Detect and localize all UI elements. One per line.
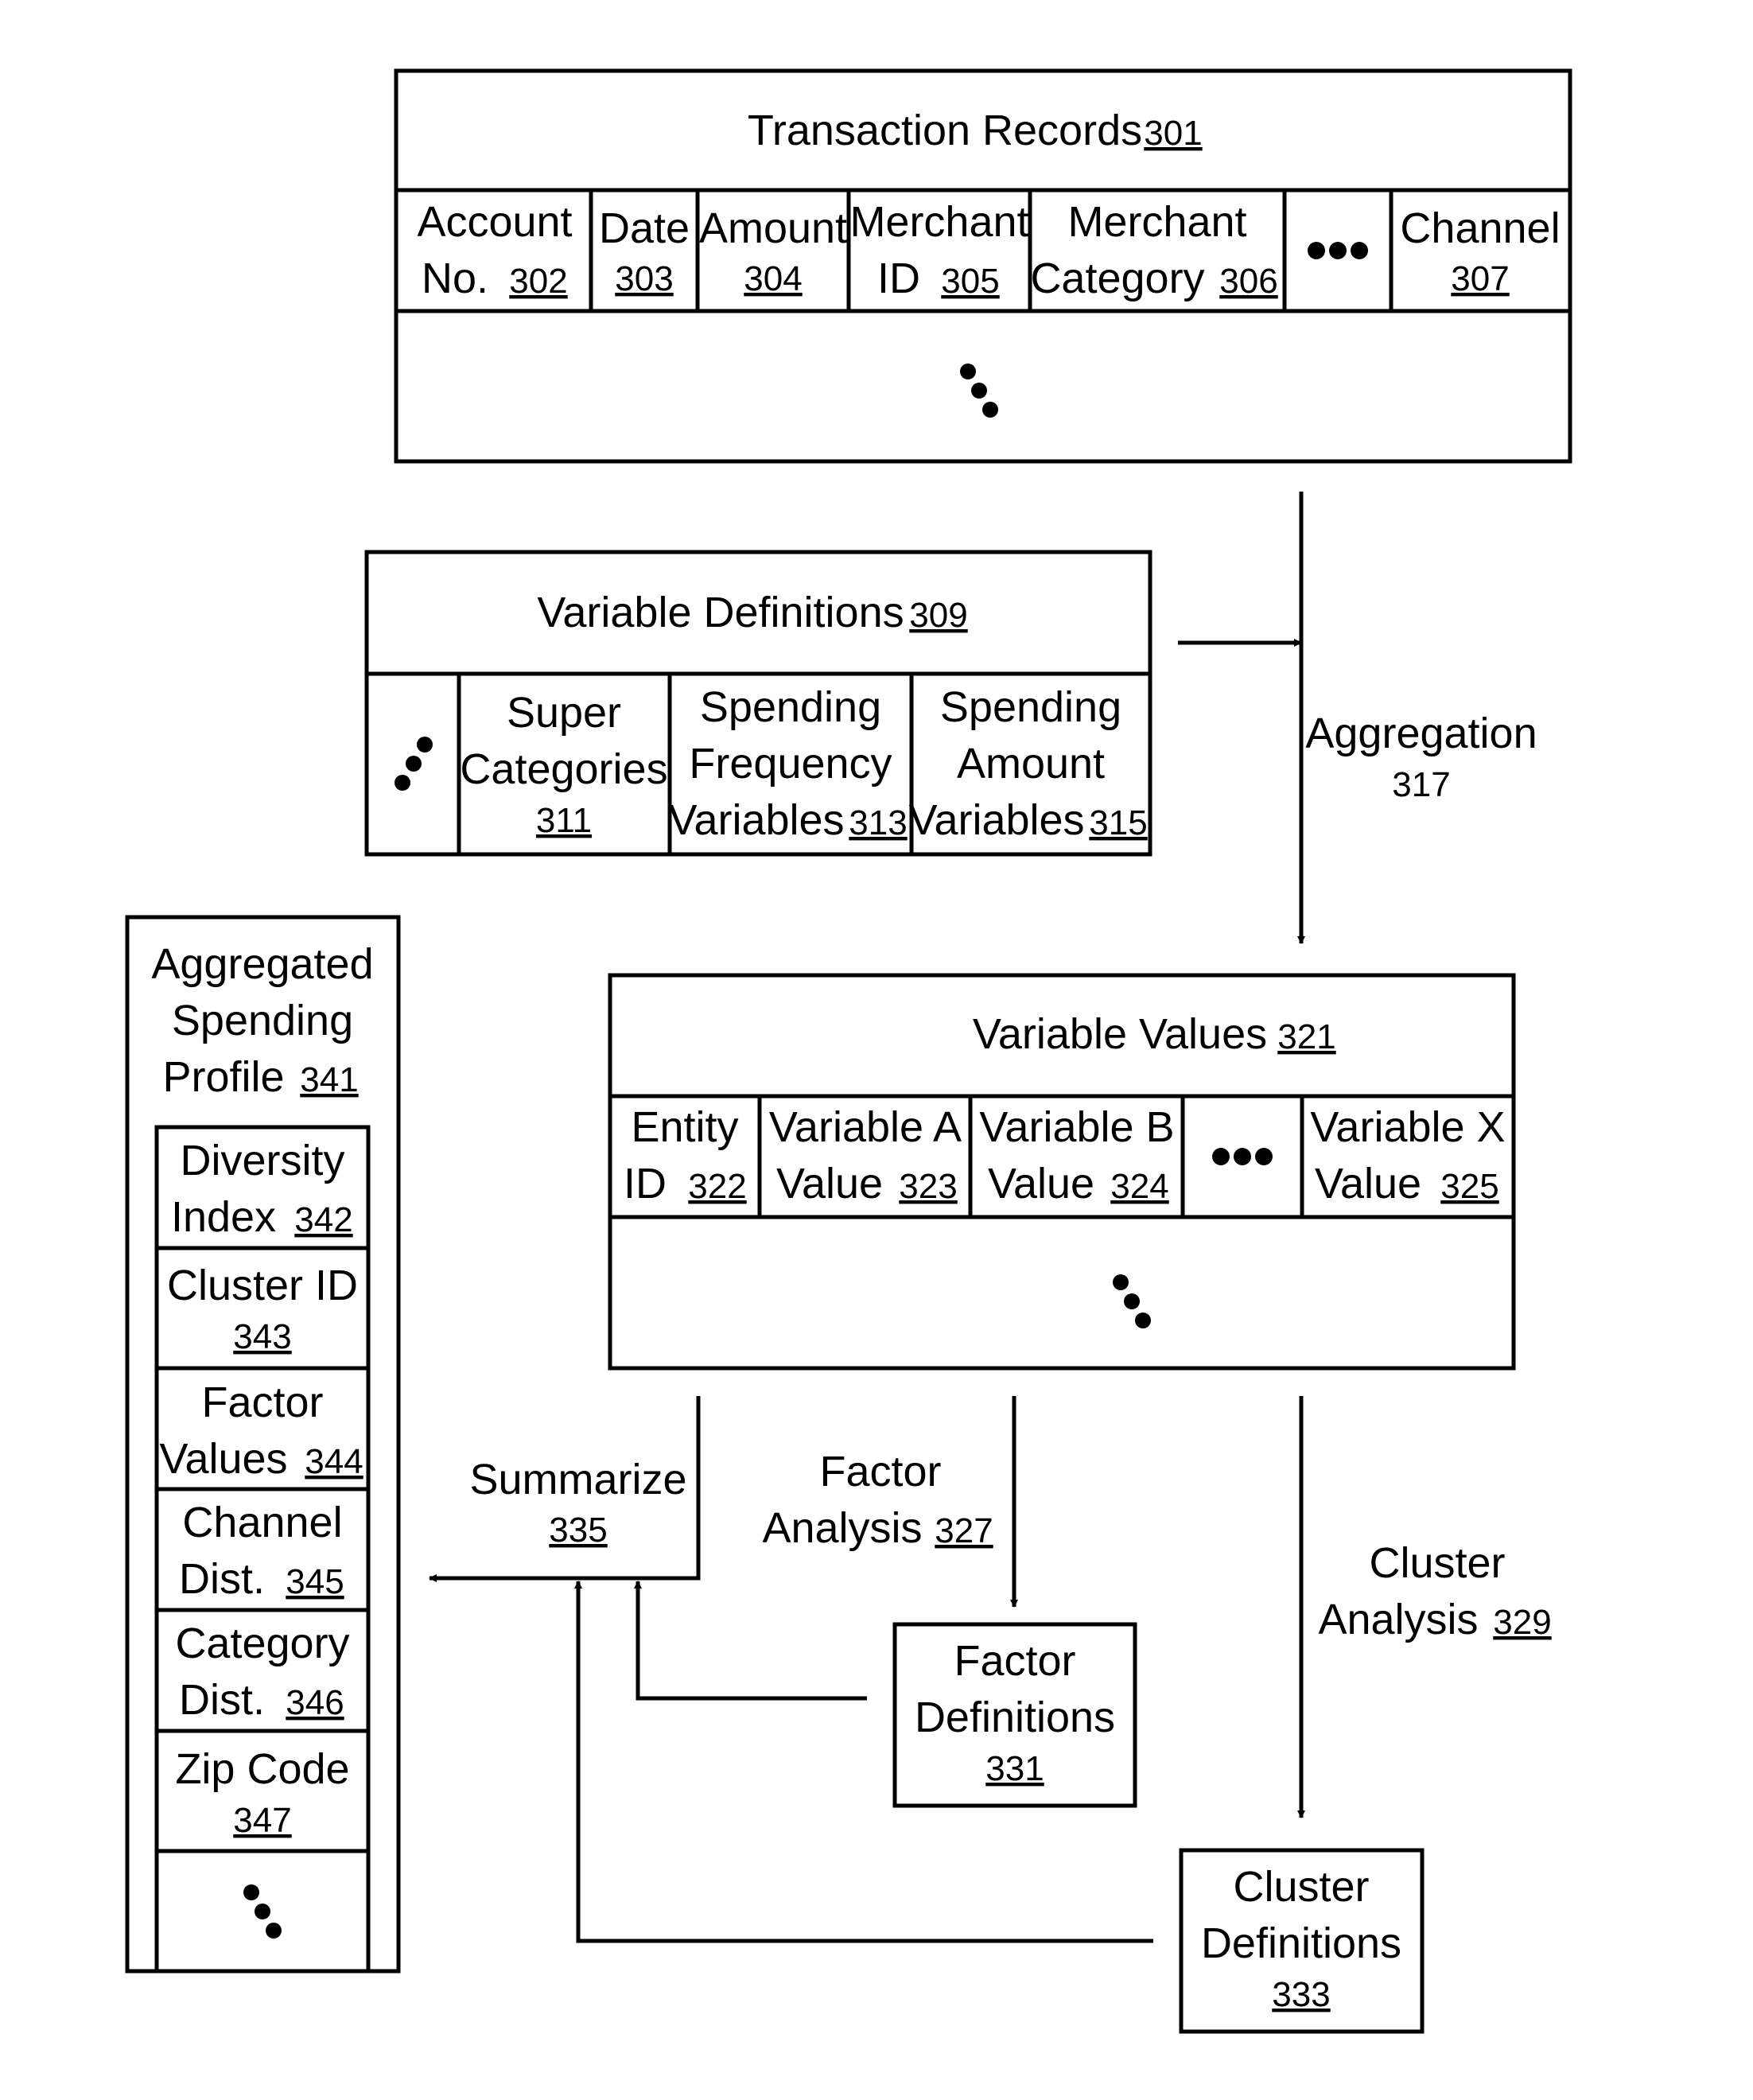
spending-amount-ref: 315 xyxy=(1089,803,1147,842)
transaction-records-title: Transaction Records xyxy=(748,107,1142,154)
variable-b-line1: Variable B xyxy=(979,1103,1174,1151)
aggregated-spending-profile: Aggregated Spending Profile 341 Diversit… xyxy=(127,917,398,1971)
col-account-no-ref: 302 xyxy=(509,262,567,301)
profile-items-border xyxy=(157,1127,368,1971)
profile-ref: 341 xyxy=(300,1060,358,1099)
variable-a-line1: Variable A xyxy=(769,1103,962,1151)
cluster-definitions-line1: Cluster xyxy=(1233,1863,1369,1911)
entity-id-line2: ID xyxy=(624,1160,667,1208)
col-merchant-id-ref: 305 xyxy=(941,262,999,301)
entity-id-line1: Entity xyxy=(631,1103,738,1151)
spending-amount-line2: Amount xyxy=(957,740,1105,788)
variable-values-title: Variable Values xyxy=(973,1010,1267,1058)
spending-frequency-ref: 313 xyxy=(849,803,907,842)
factor-analysis-ref: 327 xyxy=(935,1511,993,1550)
variable-definitions-title: Variable Definitions xyxy=(537,589,904,636)
col-channel-label: Channel xyxy=(1400,204,1560,252)
col-amount-ref: 304 xyxy=(744,259,802,298)
col-merchant-category-line1: Merchant xyxy=(1067,198,1246,246)
variable-b-ref: 324 xyxy=(1110,1167,1168,1206)
ellipsis-diagonal-icon xyxy=(1113,1274,1151,1328)
diversity-index-ref: 342 xyxy=(294,1200,352,1239)
col-channel-ref: 307 xyxy=(1451,259,1509,298)
spending-amount-line1: Spending xyxy=(940,683,1121,731)
variable-x-ref: 325 xyxy=(1440,1167,1498,1206)
diversity-index-line2: Index xyxy=(171,1193,276,1241)
profile-title-line3: Profile xyxy=(162,1053,284,1101)
super-categories-ref: 311 xyxy=(536,801,592,840)
variable-definitions-table: Variable Definitions 309 Super Categorie… xyxy=(367,552,1150,854)
entity-id-ref: 322 xyxy=(688,1167,746,1206)
spending-frequency-line2: Frequency xyxy=(689,740,892,788)
zip-code-ref: 347 xyxy=(233,1801,291,1840)
summarize-ref: 335 xyxy=(549,1511,607,1550)
col-account-no-line1: Account xyxy=(417,198,572,246)
transaction-records-table: Transaction Records 301 Account No. 302 … xyxy=(396,71,1570,461)
col-merchant-id-line1: Merchant xyxy=(849,198,1028,246)
diversity-index-line1: Diversity xyxy=(180,1137,344,1184)
factor-definitions-line2: Definitions xyxy=(915,1694,1115,1741)
variable-x-line2: Value xyxy=(1315,1160,1421,1208)
factor-values-ref: 344 xyxy=(305,1442,363,1481)
category-dist-line1: Category xyxy=(175,1620,349,1667)
factor-values-line2: Values xyxy=(159,1435,287,1483)
cluster-analysis-line2: Analysis xyxy=(1318,1596,1478,1643)
aggregation-ref: 317 xyxy=(1392,765,1450,804)
cluster-analysis-ref: 329 xyxy=(1493,1603,1551,1642)
cluster-definitions-feed-arrow xyxy=(578,1581,1153,1941)
channel-dist-line1: Channel xyxy=(182,1499,342,1546)
cluster-id-ref: 343 xyxy=(233,1317,291,1356)
variable-values-ref: 321 xyxy=(1277,1017,1335,1056)
col-merchant-category-line2: Category xyxy=(1030,255,1204,302)
spending-amount-line3: Variables xyxy=(908,796,1084,844)
variable-b-line2: Value xyxy=(988,1160,1094,1208)
col-date-label: Date xyxy=(599,204,690,252)
factor-values-line1: Factor xyxy=(201,1379,323,1426)
ellipsis-diagonal-icon xyxy=(395,737,433,791)
transaction-records-ref: 301 xyxy=(1144,114,1202,153)
ellipsis-diagonal-icon xyxy=(243,1884,282,1939)
spending-frequency-line3: Variables xyxy=(668,796,844,844)
zip-code-label: Zip Code xyxy=(175,1745,349,1793)
cluster-analysis-line1: Cluster xyxy=(1369,1539,1505,1587)
ellipsis-horizontal-icon xyxy=(1212,1148,1273,1165)
channel-dist-ref: 345 xyxy=(286,1562,344,1601)
variable-definitions-ref: 309 xyxy=(909,596,967,635)
variable-values-table: Variable Values 321 Entity ID 322 Variab… xyxy=(610,975,1514,1368)
factor-definitions-feed-arrow xyxy=(638,1581,867,1698)
cluster-id-label: Cluster ID xyxy=(167,1262,358,1309)
category-dist-ref: 346 xyxy=(286,1683,344,1722)
profile-title-line1: Aggregated xyxy=(151,940,373,988)
cluster-definitions-line2: Definitions xyxy=(1201,1919,1401,1967)
summarize-label: Summarize xyxy=(469,1456,686,1503)
factor-definitions-ref: 331 xyxy=(985,1749,1044,1788)
col-merchant-category-ref: 306 xyxy=(1219,262,1277,301)
channel-dist-line2: Dist. xyxy=(179,1555,265,1603)
variable-a-ref: 323 xyxy=(899,1167,957,1206)
ellipsis-horizontal-icon xyxy=(1308,242,1368,259)
spending-frequency-line1: Spending xyxy=(700,683,881,731)
factor-analysis-line2: Analysis xyxy=(762,1504,922,1552)
category-dist-line2: Dist. xyxy=(179,1676,265,1724)
factor-definitions-line1: Factor xyxy=(954,1637,1075,1685)
variable-x-line1: Variable X xyxy=(1310,1103,1505,1151)
col-account-no-line2: No. xyxy=(422,255,488,302)
col-merchant-id-line2: ID xyxy=(877,255,920,302)
factor-analysis-line1: Factor xyxy=(819,1448,941,1495)
aggregation-label: Aggregation xyxy=(1305,710,1537,757)
col-date-ref: 303 xyxy=(615,259,673,298)
super-categories-line2: Categories xyxy=(460,745,667,793)
super-categories-line1: Super xyxy=(507,689,621,737)
variable-a-line2: Value xyxy=(776,1160,883,1208)
col-amount-label: Amount xyxy=(699,204,847,252)
profile-title-line2: Spending xyxy=(172,997,353,1044)
cluster-definitions-ref: 333 xyxy=(1272,1975,1330,2014)
ellipsis-diagonal-icon xyxy=(960,364,998,418)
